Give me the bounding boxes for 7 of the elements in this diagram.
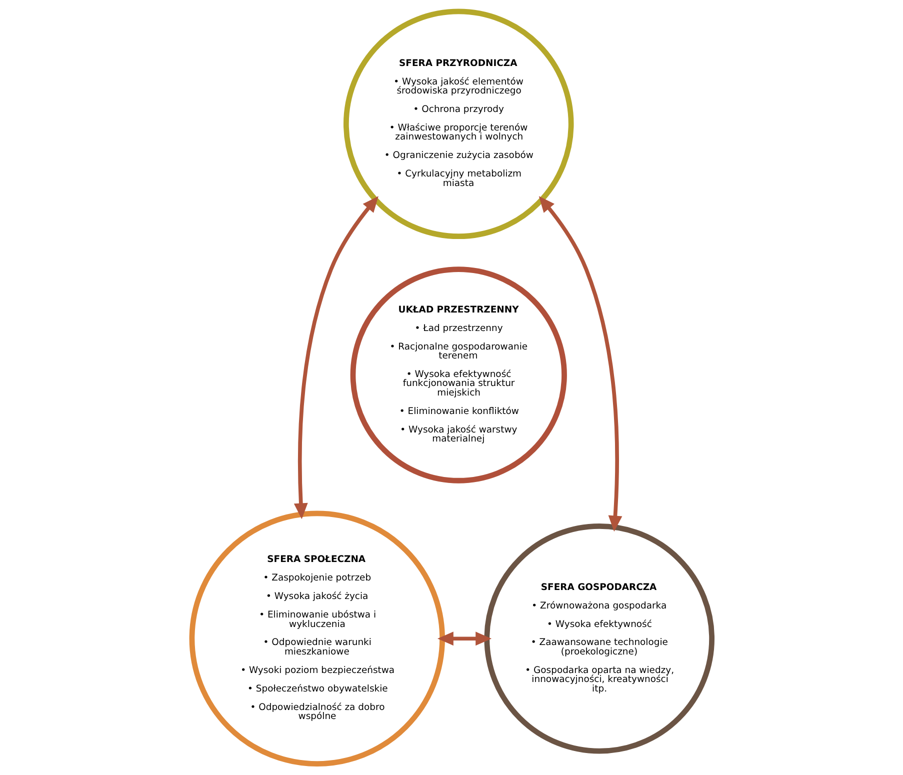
arrow (293, 196, 378, 520)
arrow (436, 632, 492, 646)
node-circle: SFERA SPOŁECZNA • Zaspokojenie potrzeb • Wysoka jakość życia • Eliminowanie ubóstwa i wykluczenia • Odpowiednie warunki mieszkaniowe • Wysoki poziom bezpieczeństwa • Społeczeństwo obywatelskie • Odpowiedzialność za dobro wspólne (188, 510, 444, 766)
arrow (538, 196, 622, 532)
node-circle: SFERA GOSPODARCZA • Zrównoważona gospodarka • Wysoka efektywność • Zaawansowane technologie (proekologiczne) • Gospodarka oparta na wiedzy, innowacyjności, kreatywności itp. (484, 523, 714, 754)
node-circle: SFERA PRZYRODNICZA • Wysoka jakość elementów środowiska przyrodniczego • Ochrona przyrody • Właściwe proporcje terenów zainwestowanych i wolnych • Ograniczenie zużycia zasobów • Cyrkulacyjny metabolizm miasta (342, 8, 574, 240)
node-circle: UKŁAD PRZESTRZENNY • Ład przestrzenny • Racjonalne gospodarowanie terenem • Wysoka efektywność funkcjonowania struktur miejskich • Eliminowanie konfliktów • Wysoka jakość warstwy materialnej (350, 266, 566, 484)
